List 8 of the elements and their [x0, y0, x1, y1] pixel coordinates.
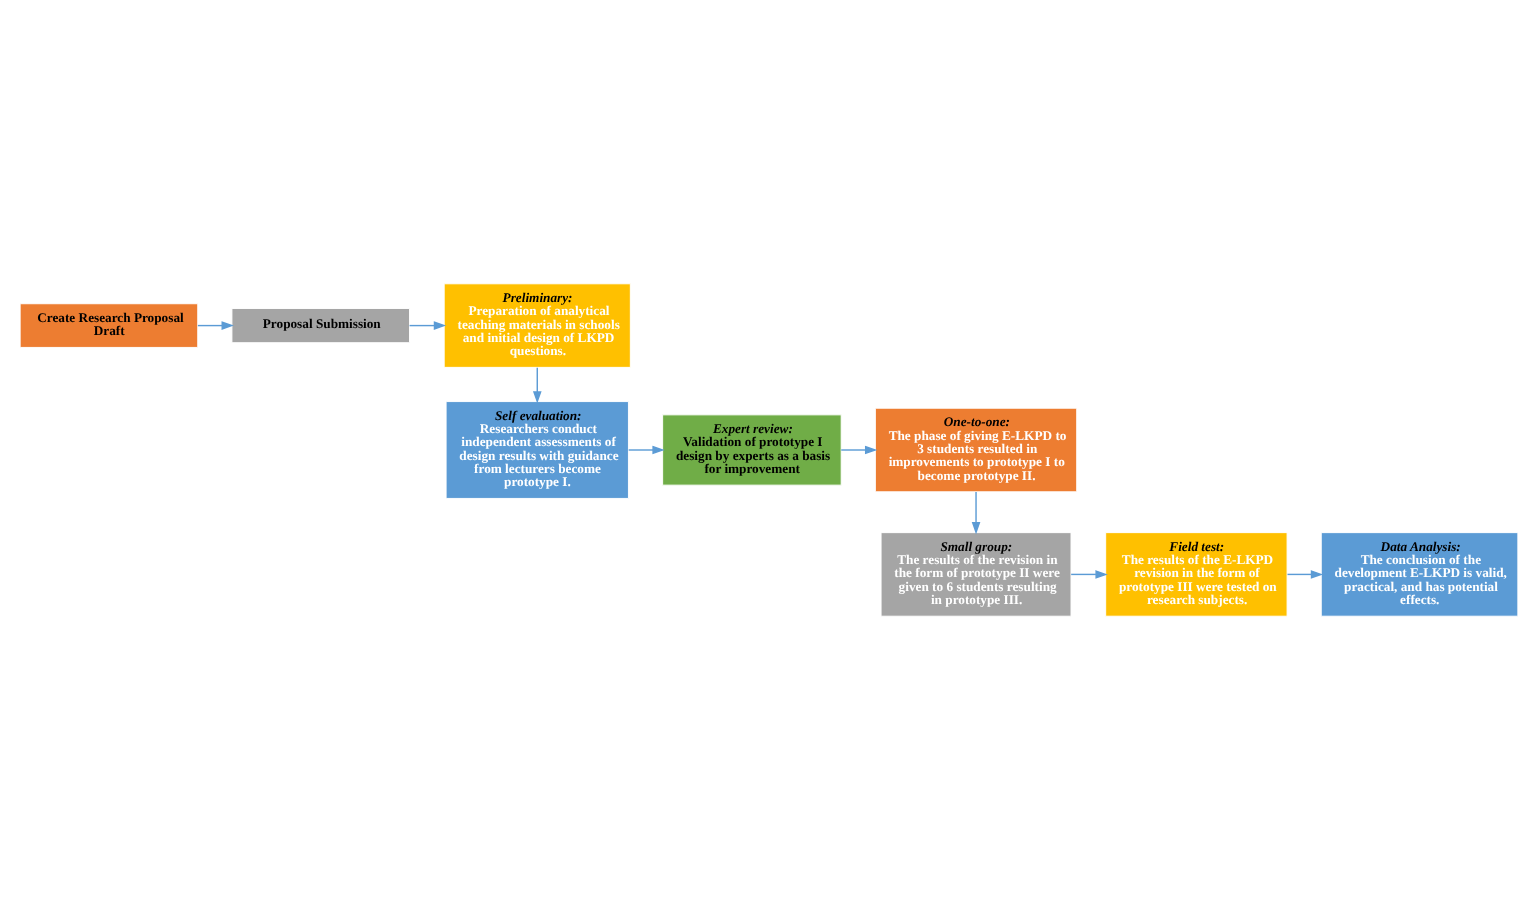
arrow [197, 321, 234, 330]
arrow [971, 491, 981, 535]
arrow [1070, 570, 1108, 579]
arrow [627, 445, 665, 455]
arrow [1286, 570, 1324, 579]
arrow [532, 366, 542, 404]
arrow [840, 445, 878, 455]
arrow [408, 321, 447, 330]
